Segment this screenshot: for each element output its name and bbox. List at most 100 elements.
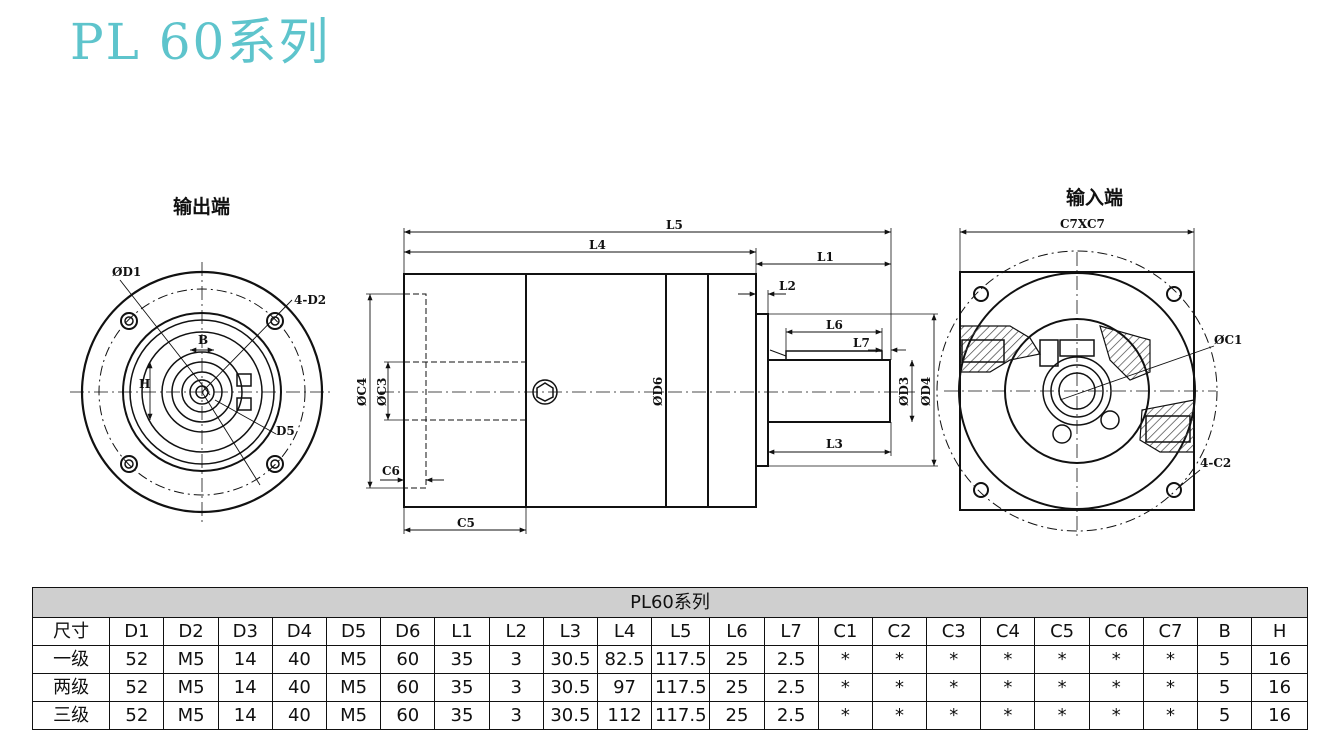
header-cell-l1: L1 (434, 617, 490, 646)
header-cell-l3: L3 (542, 617, 598, 646)
dim-phi-c3: ØC3 (375, 378, 389, 406)
header-cell-c3: C3 (926, 617, 982, 646)
dim-d5: D5 (276, 424, 295, 438)
table-cell: M5 (163, 701, 219, 730)
table-cell: 3 (488, 673, 544, 702)
dim-l2: L2 (779, 279, 796, 293)
header-cell-b: B (1197, 617, 1253, 646)
dim-b: B (198, 333, 208, 347)
table-cell: * (926, 701, 982, 730)
table-cell: M5 (326, 701, 382, 730)
table-cell: 117.5 (651, 701, 711, 730)
dim-h: H (139, 377, 150, 391)
header-cell-c4: C4 (980, 617, 1036, 646)
table-cell: 52 (109, 673, 165, 702)
dim-phi-d1: ØD1 (112, 265, 141, 279)
dim-c6: C6 (382, 464, 400, 478)
table-cell: * (1088, 645, 1144, 674)
dim-l6: L6 (826, 318, 843, 332)
table-cell: 3 (488, 645, 544, 674)
table-cell: 60 (380, 701, 436, 730)
table-cell: * (980, 673, 1036, 702)
table-cell: * (1088, 673, 1144, 702)
table-cell: M5 (163, 673, 219, 702)
dim-l1: L1 (817, 250, 834, 264)
table-cell: 3 (488, 701, 544, 730)
table-cell: 82.5 (596, 645, 653, 674)
table-cell: * (817, 701, 873, 730)
table-cell: 25 (709, 645, 765, 674)
table-cell: * (817, 673, 873, 702)
row-label-cell: 一级 (31, 645, 111, 674)
table-cell: * (1142, 701, 1199, 730)
header-cell-size: 尺寸 (31, 617, 111, 646)
dim-4-d2: 4-D2 (294, 293, 326, 307)
header-cell-d6: D6 (380, 617, 436, 646)
table-cell: 117.5 (651, 673, 711, 702)
header-cell-d5: D5 (326, 617, 382, 646)
dim-l7: L7 (853, 336, 870, 350)
table-cell: 25 (709, 701, 765, 730)
table-cell: 35 (434, 673, 490, 702)
header-cell-c7: C7 (1142, 617, 1199, 646)
dim-phi-c1: ØC1 (1214, 333, 1242, 347)
dim-l3: L3 (826, 437, 843, 451)
input-end-view (936, 228, 1218, 536)
table-cell: 16 (1251, 701, 1308, 730)
table-cell: * (817, 645, 873, 674)
dim-c5: C5 (457, 516, 475, 530)
table-cell: 16 (1251, 645, 1308, 674)
table-cell: * (871, 701, 928, 730)
table-cell: M5 (326, 645, 382, 674)
table-cell: 5 (1197, 645, 1253, 674)
dim-phi-d3: ØD3 (897, 377, 911, 406)
dim-l5: L5 (666, 218, 683, 232)
table-cell: 30.5 (542, 673, 598, 702)
header-cell-l6: L6 (709, 617, 765, 646)
table-cell: * (1088, 701, 1144, 730)
table-cell: 60 (380, 673, 436, 702)
table-cell: * (1034, 673, 1090, 702)
table-cell: 40 (271, 701, 328, 730)
header-cell-c1: C1 (817, 617, 873, 646)
dim-phi-c4: ØC4 (355, 378, 369, 406)
table-cell: * (926, 645, 982, 674)
table-cell: 117.5 (651, 645, 711, 674)
header-cell-l7: L7 (763, 617, 819, 646)
table-cell: 35 (434, 701, 490, 730)
header-cell-h: H (1251, 617, 1308, 646)
table-cell: 2.5 (763, 673, 819, 702)
table-cell: 16 (1251, 673, 1308, 702)
table-cell: 40 (271, 673, 328, 702)
table-cell: M5 (163, 645, 219, 674)
header-cell-d3: D3 (217, 617, 273, 646)
table-cell: * (980, 701, 1036, 730)
table-cell: 30.5 (542, 701, 598, 730)
table-cell: 14 (217, 701, 273, 730)
table-cell: * (980, 645, 1036, 674)
header-cell-c5: C5 (1034, 617, 1090, 646)
table-cell: 5 (1197, 673, 1253, 702)
table-cell: * (1142, 673, 1199, 702)
row-label-cell: 两级 (31, 673, 111, 702)
output-end-view (70, 262, 334, 522)
header-cell-l4: L4 (596, 617, 653, 646)
table-cell: * (871, 673, 928, 702)
table-cell: 14 (217, 673, 273, 702)
table-cell: 14 (217, 645, 273, 674)
dim-phi-d4: ØD4 (919, 377, 933, 406)
dim-phi-d6: ØD6 (651, 377, 665, 406)
header-cell-d1: D1 (109, 617, 165, 646)
dim-4-c2: 4-C2 (1200, 456, 1231, 470)
output-end-label: 输出端 (173, 196, 231, 218)
technical-drawing: ØD1 4-D2 B H D5 (70, 217, 1242, 536)
table-caption: PL60系列 (32, 587, 1308, 618)
table-cell: * (871, 645, 928, 674)
table-cell: 2.5 (763, 645, 819, 674)
table-cell: * (1142, 645, 1199, 674)
header-cell-d2: D2 (163, 617, 219, 646)
